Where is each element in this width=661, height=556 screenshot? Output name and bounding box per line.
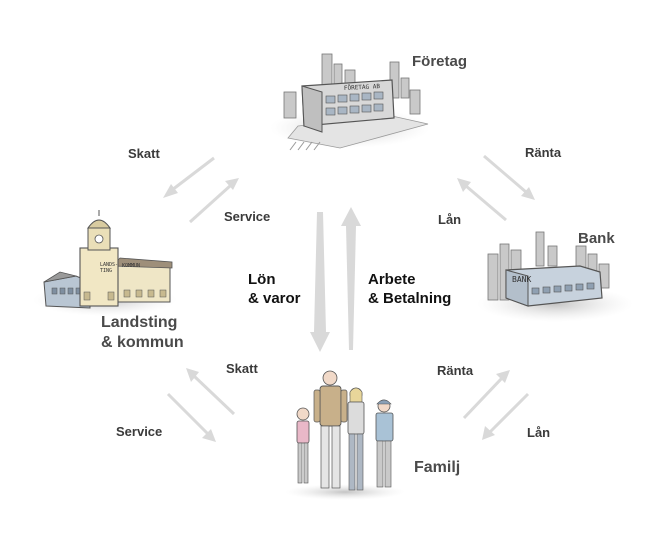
- arrow-ranta-to-bank-2: [462, 370, 510, 420]
- flow-label-county-company-service: Service: [224, 209, 271, 224]
- flow-label-bank-family-loan: Lån: [527, 425, 551, 440]
- family-father: [313, 370, 348, 489]
- county-sign-line: TING: [100, 268, 112, 274]
- flow-label-county-family-service: Service: [116, 424, 163, 439]
- flow-label-company-bank-interest: Ränta: [525, 145, 562, 160]
- arrow-service-to-county: [188, 178, 239, 224]
- arrow-arbete-betalning-up: [341, 207, 361, 350]
- company-sign-text: FÖRETAG AB: [344, 83, 381, 92]
- flow-label-company-bank-loan: Lån: [438, 212, 462, 227]
- company-illustration: FÖRETAG AB: [270, 53, 430, 151]
- arrow-ranta-to-bank: [483, 154, 535, 200]
- node-label-company: Företag: [412, 53, 468, 70]
- county-sign-line: LANDS-: [100, 262, 118, 268]
- arrow-lon-varor-down: [310, 212, 330, 352]
- county-sign-text: LANDS-TING KOMMUN: [100, 262, 140, 274]
- flow-label-county-company-tax: Skatt: [128, 146, 160, 161]
- flow-label-salary-goods: Lön & varor: [248, 271, 301, 307]
- arrow-service-to-family: [166, 392, 216, 442]
- bank-sign-text: BANK: [512, 275, 531, 284]
- arrow-lan-to-family: [482, 392, 530, 440]
- flow-label-work-payment: Arbete & Betalning: [368, 271, 452, 307]
- bank-illustration: BANK: [477, 231, 633, 322]
- arrow-skatt-to-county: [186, 368, 236, 416]
- arrow-lan-to-company: [457, 178, 507, 222]
- arrows: [163, 154, 535, 442]
- family-illustration: [285, 370, 405, 500]
- node-label-family: Familj: [414, 459, 461, 476]
- family-mother: [347, 387, 365, 491]
- county-sign-line: KOMMUN: [122, 263, 140, 269]
- node-label-county: Landsting & kommun: [101, 314, 184, 351]
- flow-label-county-family-tax: Skatt: [226, 361, 258, 376]
- county-illustration: LANDS-TING KOMMUN: [33, 210, 177, 316]
- family-child-girl: [296, 407, 310, 484]
- flow-label-bank-family-interest: Ränta: [437, 363, 474, 378]
- family-child-boy: [375, 399, 394, 488]
- node-label-bank: Bank: [578, 230, 615, 247]
- arrow-skatt-to-company: [163, 156, 215, 198]
